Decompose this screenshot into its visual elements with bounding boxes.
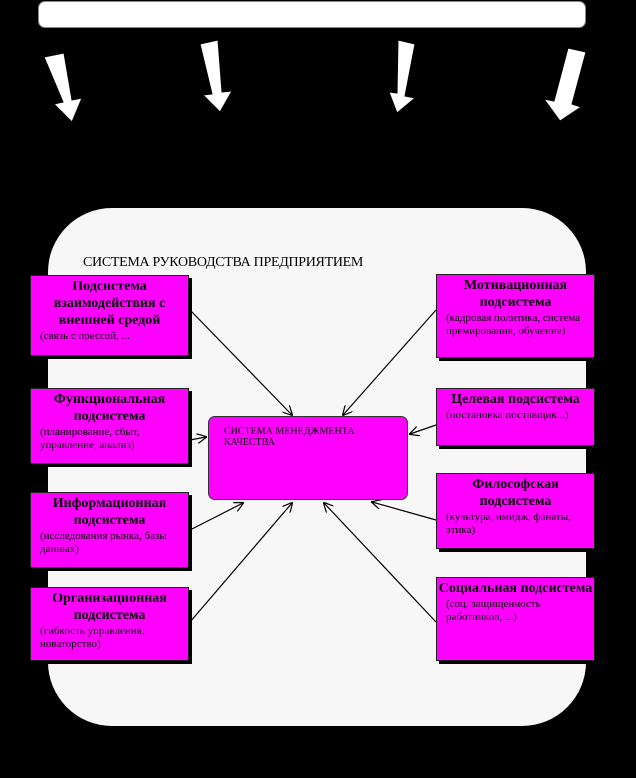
- box-title: Философская подсистема: [472, 477, 559, 509]
- box-subtitle: (культура, имидж, фанаты, этика): [446, 511, 571, 536]
- box-philosophical: Философская подсистема (культура, имидж,…: [436, 473, 595, 549]
- box-external-interaction: Подсистема взаимодействия с внешней сред…: [30, 275, 189, 356]
- box-motivational: Мотивационная подсистема (кадровая полит…: [436, 274, 595, 358]
- box-subtitle: (исследования рынка, базы данных): [40, 530, 167, 555]
- down-arrow-icon: [43, 52, 83, 123]
- box-title: Подсистема взаимодействия с внешней сред…: [53, 279, 166, 328]
- down-arrow-icon: [388, 39, 417, 114]
- center-box-label: СИСТЕМА МЕНЕДЖМЕНТА КАЧЕСТВА: [224, 426, 355, 448]
- box-subtitle: (связь с прессой, ...: [40, 330, 130, 342]
- box-title: Мотивационная подсистема: [463, 278, 568, 310]
- box-functional: Функциональная подсистема (планирование,…: [30, 388, 189, 464]
- box-title: Информационная подсистема: [52, 496, 167, 528]
- box-title: Организационная подсистема: [52, 591, 167, 623]
- box-subtitle: (кадровая политика, система премирования…: [446, 312, 581, 337]
- box-information: Информационная подсистема (исследования …: [30, 492, 189, 568]
- box-subtitle: (постановка поставщик...): [446, 409, 569, 421]
- down-arrow-icon: [199, 39, 233, 113]
- diagram-title: СИСТЕМА РУКОВОДСТВА ПРЕДПРИЯТИЕМ: [83, 255, 364, 270]
- box-target: Целевая подсистема (постановка поставщик…: [436, 388, 595, 446]
- box-subtitle: (гибкость управления, новаторство): [40, 625, 145, 650]
- box-social: Социальная подсистема (соц. защищенность…: [436, 577, 595, 661]
- box-subtitle: (соц. защищенность работников, ...): [446, 598, 541, 623]
- box-title: Функциональная подсистема: [53, 392, 166, 424]
- down-arrow-icon: [542, 47, 587, 122]
- box-organizational: Организационная подсистема (гибкость упр…: [30, 587, 189, 661]
- top-banner: [38, 1, 586, 28]
- box-title: Целевая подсистема: [451, 392, 580, 407]
- box-subtitle: (планирование, сбыт, управление, анализ): [40, 426, 140, 451]
- box-title: Социальная подсистема: [438, 581, 593, 596]
- center-box: СИСТЕМА МЕНЕДЖМЕНТА КАЧЕСТВА: [208, 416, 408, 500]
